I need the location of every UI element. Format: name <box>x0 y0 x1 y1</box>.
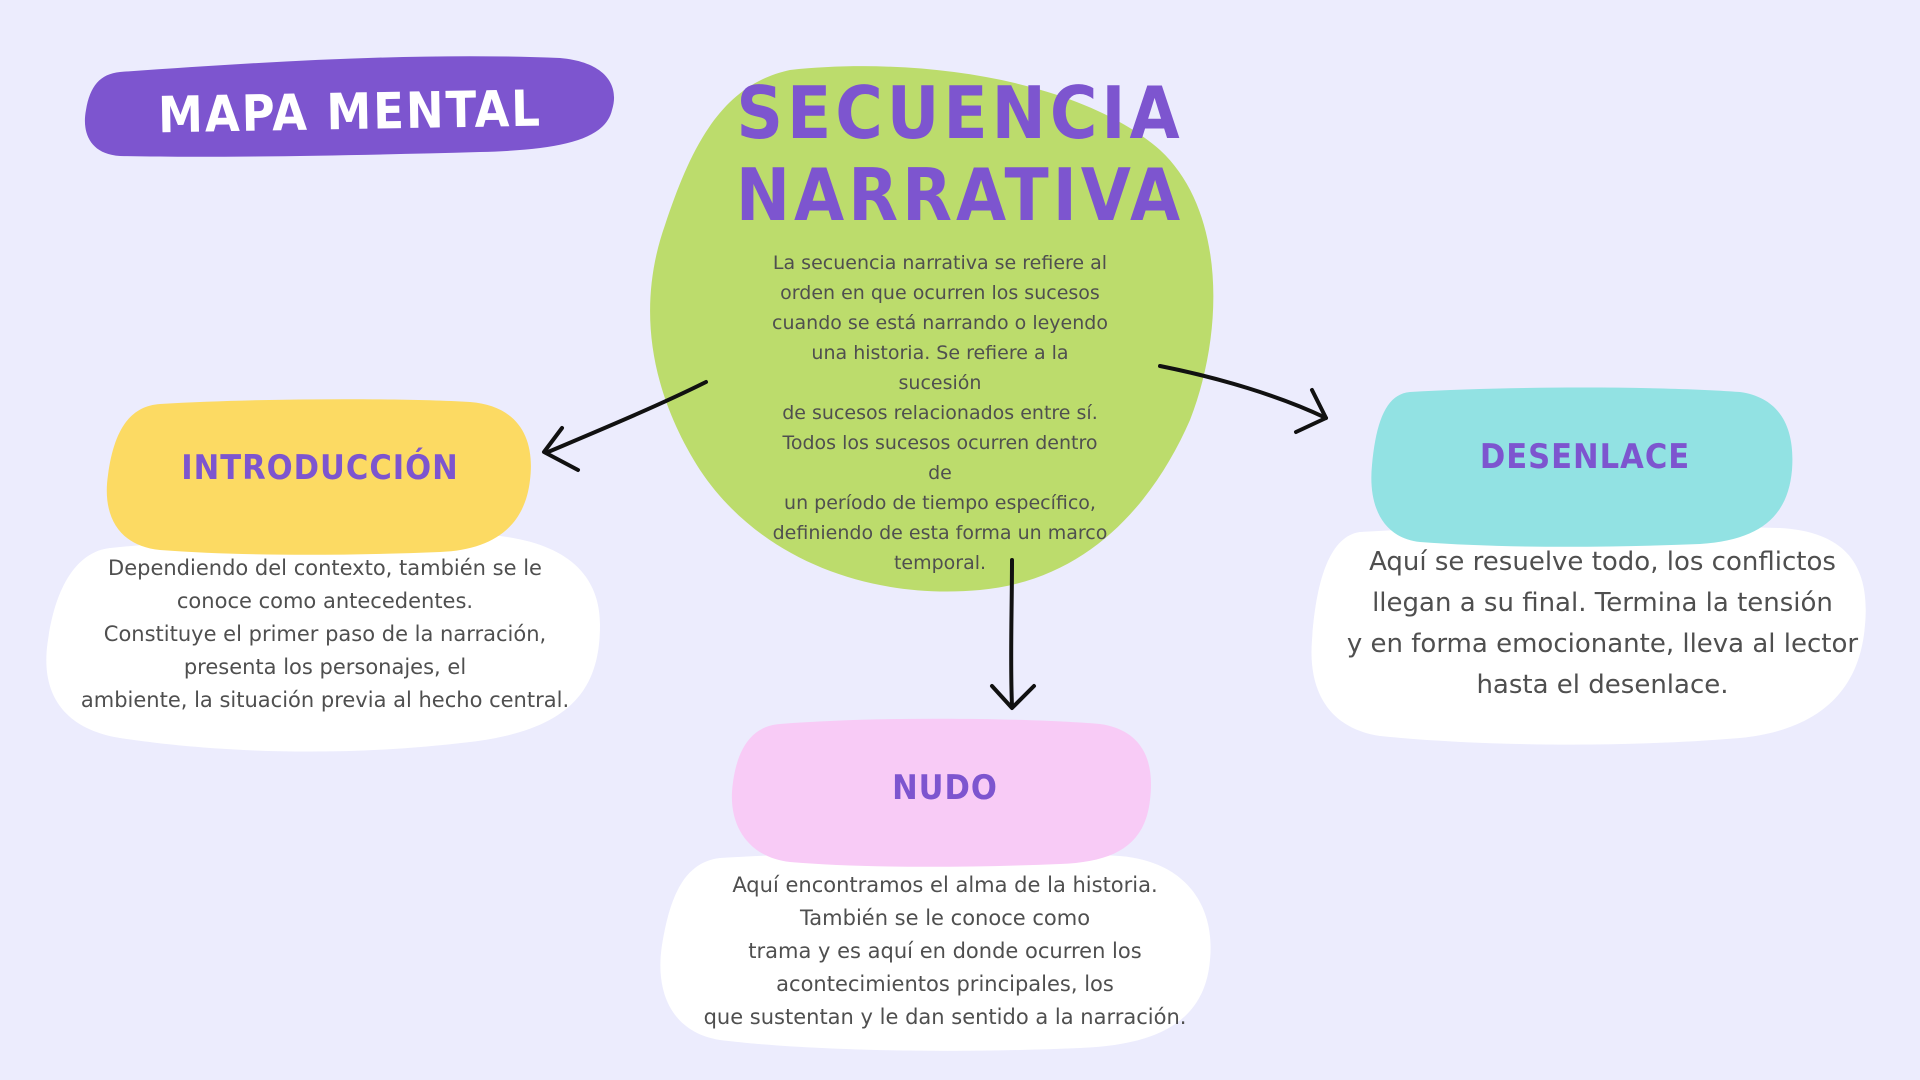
central-description-line: temporal. <box>893 552 987 574</box>
introduccion-description-line: Constituye el primer paso de la narració… <box>103 622 547 646</box>
central-description-line: definiendo de esta forma un marco <box>772 522 1108 544</box>
title-pill-shape <box>84 56 615 157</box>
introduccion-description: Dependiendo del contexto, también se le … <box>60 552 590 717</box>
central-description: La secuencia narrativa se refiere al ord… <box>760 248 1120 578</box>
nudo-description: Aquí encontramos el alma de la historia.… <box>680 869 1210 1034</box>
central-description-line: sucesión <box>898 372 982 394</box>
nudo-description-line: También se le conoce como <box>799 906 1091 930</box>
central-description-line: de sucesos relacionados entre sí. <box>782 402 1098 424</box>
central-description-line: de <box>928 462 952 484</box>
introduccion-description-line: ambiente, la situación previa al hecho c… <box>80 688 570 712</box>
arrow-to-desenlace <box>1158 364 1328 434</box>
nudo-title: NUDO <box>892 768 998 808</box>
nudo-desc-blob <box>660 851 1211 1051</box>
mind-map-label: MAPA MENTAL <box>157 79 543 145</box>
central-blob-shape <box>650 66 1214 592</box>
central-description-line: un período de tiempo específico, <box>784 492 1096 514</box>
arrow-to-introduccion <box>542 380 708 472</box>
desenlace-desc-blob <box>1311 525 1866 745</box>
desenlace-description-line: Aquí se resuelve todo, los conflictos <box>1369 547 1836 577</box>
introduccion-description-line: conoce como antecedentes. <box>176 589 474 613</box>
central-description-line: Todos los sucesos ocurren dentro <box>782 432 1098 454</box>
introduccion-description-line: presenta los personajes, el <box>183 655 467 679</box>
central-description-line: cuando se está narrando o leyendo <box>772 312 1108 334</box>
nudo-description-line: que sustentan y le dan sentido a la narr… <box>703 1005 1187 1029</box>
main-title-line-1: SECUENCIA <box>736 71 1184 155</box>
central-description-line: La secuencia narrativa se refiere al <box>772 252 1108 274</box>
central-description-line: orden en que ocurren los sucesos <box>780 282 1100 304</box>
desenlace-description-line: hasta el desenlace. <box>1476 670 1729 700</box>
desenlace-title: DESENLACE <box>1479 437 1691 477</box>
desenlace-description: Aquí se resuelve todo, los conflictos ll… <box>1330 542 1875 706</box>
introduccion-title: INTRODUCCIÓN <box>181 448 459 488</box>
nudo-description-line: Aquí encontramos el alma de la historia. <box>732 873 1158 897</box>
arrow-to-nudo <box>990 558 1036 710</box>
desenlace-title-blob <box>1371 387 1793 547</box>
nudo-description-line: acontecimientos principales, los <box>776 972 1114 996</box>
nudo-title-blob <box>731 718 1152 867</box>
introduccion-title-blob <box>106 399 531 555</box>
introduccion-desc-blob <box>46 533 600 752</box>
introduccion-description-line: Dependiendo del contexto, también se le <box>108 556 542 580</box>
main-title: SECUENCIA NARRATIVA <box>700 72 1220 236</box>
nudo-description-line: trama y es aquí en donde ocurren los <box>748 939 1142 963</box>
central-description-line: una historia. Se refiere a la <box>811 342 1069 364</box>
desenlace-description-line: y en forma emocionante, lleva al lector <box>1346 629 1859 659</box>
desenlace-description-line: llegan a su final. Termina la tensión <box>1372 588 1833 618</box>
main-title-line-2: NARRATIVA <box>735 153 1185 237</box>
